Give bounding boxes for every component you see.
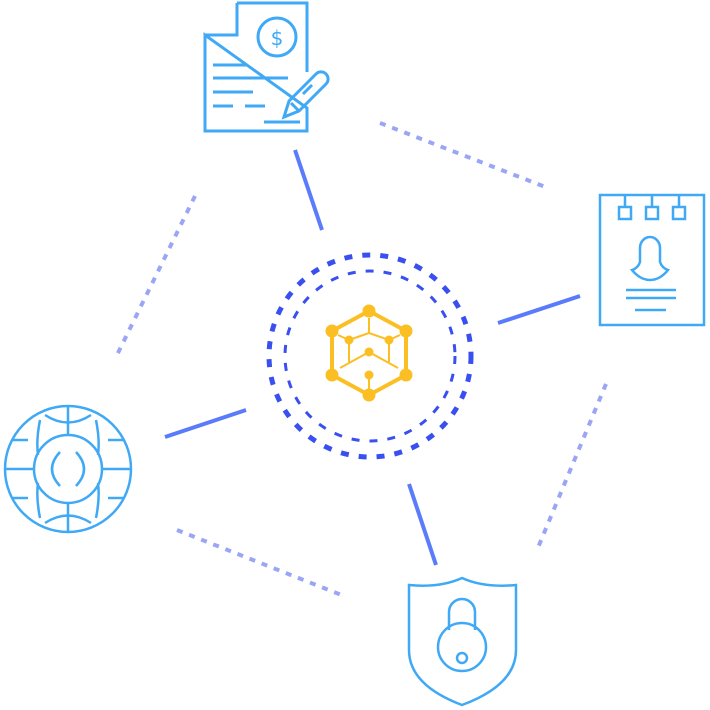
dotted-connectors <box>114 121 608 598</box>
contract-document-icon: $ <box>203 1 330 133</box>
connector-bottom <box>407 483 438 566</box>
dollar-symbol: $ <box>271 26 284 50</box>
blockchain-cube-icon <box>325 304 413 402</box>
connector-left <box>164 408 247 439</box>
globe-icon <box>3 404 133 534</box>
dotted-connector-top-left <box>114 195 197 358</box>
solid-connectors <box>164 149 581 566</box>
dotted-connector-bottom-left <box>176 528 345 598</box>
person-icon <box>629 235 671 282</box>
center-hub <box>266 252 474 460</box>
dotted-connector-top-right <box>379 121 549 190</box>
dotted-connector-bottom-right <box>535 383 608 551</box>
id-card-icon <box>598 193 706 327</box>
connector-right <box>497 294 581 325</box>
security-shield-lock-icon <box>407 576 518 707</box>
hub-inner-ring <box>283 269 457 443</box>
pen-icon <box>281 70 330 120</box>
hub-outer-ring <box>266 252 474 460</box>
connector-top <box>293 149 324 231</box>
